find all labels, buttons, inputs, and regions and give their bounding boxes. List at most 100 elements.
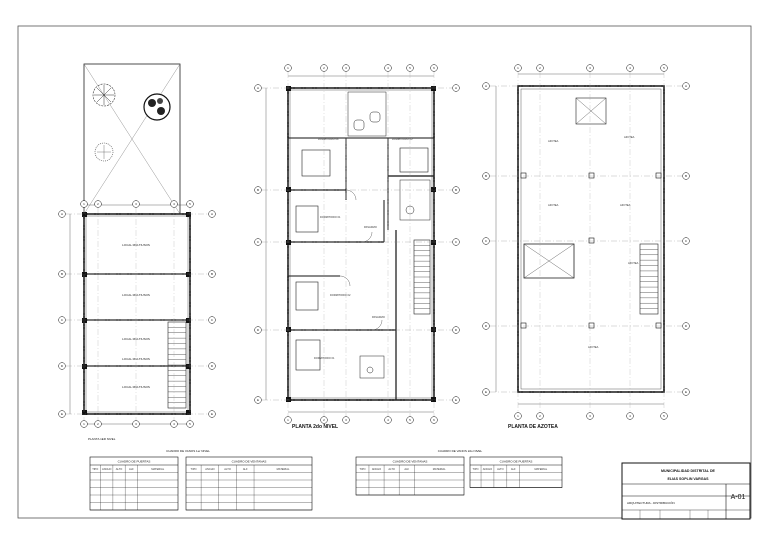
axis-bubble-B: B [482, 172, 490, 180]
axis-bubble-4: 4 [384, 64, 392, 72]
svg-text:A: A [211, 212, 213, 216]
room-label: AZOTEA [624, 135, 635, 139]
room-label: AZOTEA [620, 203, 631, 207]
axis-bubble-3: 3 [132, 200, 140, 208]
door-window-schedules: CUADRO DE VANOS 1er NIVEL CUADRO DE VANO… [89, 449, 563, 511]
svg-text:3: 3 [589, 66, 591, 70]
stair [167, 321, 187, 409]
room-label: DORMITORIO 01 [314, 356, 335, 360]
axis-bubble-D: D [482, 322, 490, 330]
axis-bubble-1: 1 [284, 416, 292, 424]
axis-bubble-3: 3 [132, 420, 140, 428]
svg-text:A: A [455, 86, 457, 90]
svg-text:A: A [61, 212, 63, 216]
axis-bubble-4: 4 [626, 412, 634, 420]
room-label: AZOTEA [628, 261, 639, 265]
axis-bubble-5: 5 [406, 64, 414, 72]
column-header: ALF [243, 467, 248, 471]
axis-bubble-E: E [208, 410, 216, 418]
axis-bubble-5: 5 [660, 64, 668, 72]
svg-text:E: E [455, 398, 457, 402]
svg-text:E: E [61, 412, 63, 416]
schedule-caption: CUADRO DE VANOS 1er NIVEL [166, 449, 210, 453]
svg-text:3: 3 [589, 414, 591, 418]
entity-title: MUNICIPALIDAD DISTRITAL DE [661, 469, 716, 473]
room-label: AZOTEA [548, 139, 559, 143]
axis-bubble-2: 2 [536, 412, 544, 420]
svg-text:5: 5 [189, 202, 191, 206]
column-header: MATERIAL [151, 467, 164, 471]
svg-text:C: C [485, 239, 488, 243]
svg-text:2: 2 [97, 202, 99, 206]
svg-text:1: 1 [287, 66, 289, 70]
axis-bubble-B: B [452, 186, 460, 194]
axis-bubble-1: 1 [80, 200, 88, 208]
axis-bubble-E: E [682, 388, 690, 396]
room-label: DORMITORIO 02 [330, 293, 351, 297]
axis-bubble-A: A [482, 82, 490, 90]
axis-bubble-E: E [482, 388, 490, 396]
sheet-border [17, 25, 752, 519]
svg-text:2: 2 [323, 418, 325, 422]
svg-text:A: A [257, 86, 259, 90]
svg-text:4: 4 [173, 202, 175, 206]
axis-bubble-5: 5 [186, 420, 194, 428]
axis-bubble-B: B [58, 270, 66, 278]
room-label: DORMITORIO 01 [320, 215, 341, 219]
axis-bubble-A: A [682, 82, 690, 90]
svg-text:E: E [485, 390, 487, 394]
bathroom [347, 91, 431, 379]
svg-text:D: D [61, 364, 64, 368]
svg-text:B: B [211, 272, 213, 276]
svg-text:1: 1 [287, 418, 289, 422]
svg-text:6: 6 [433, 418, 435, 422]
axis-bubble-B: B [254, 186, 262, 194]
room-label: AZOTEA [588, 345, 599, 349]
room-label: PASADIZO [372, 315, 385, 319]
column-header: ALTO [116, 467, 123, 471]
axis-bubble-4: 4 [170, 200, 178, 208]
axis-bubble-A: A [452, 84, 460, 92]
column-header: ANCHO [483, 467, 492, 471]
svg-text:B: B [685, 174, 687, 178]
axis-bubble-A: A [208, 210, 216, 218]
axis-bubble-1: 1 [284, 64, 292, 72]
svg-text:C: C [257, 240, 260, 244]
specialty-label: ARQUITECTURA - DISTRIBUCIÓN [627, 500, 675, 505]
table-title: CUADRO DE PUERTAS [118, 460, 151, 464]
axis-bubble-2: 2 [320, 416, 328, 424]
plan-title: PLANTA DE AZOTEA [508, 424, 558, 430]
svg-text:3: 3 [135, 422, 137, 426]
column-header: TIPO [92, 467, 98, 471]
axis-bubble-D: D [452, 326, 460, 334]
svg-text:5: 5 [409, 66, 411, 70]
plan-roof: AZOTEA AZOTEA AZOTEA AZOTEA AZOTEA AZOTE… [495, 73, 665, 430]
axis-bubble-6: 6 [430, 64, 438, 72]
svg-text:1: 1 [83, 202, 85, 206]
svg-text:C: C [685, 239, 688, 243]
svg-text:4: 4 [629, 414, 631, 418]
plan-title: PLANTA 1ER NIVEL [88, 437, 116, 441]
svg-text:6: 6 [433, 66, 435, 70]
svg-text:4: 4 [173, 422, 175, 426]
column-header: MATERIAL [534, 467, 547, 471]
column-header: ALF [129, 467, 134, 471]
plan-second-floor: DORMITORIO 04 DORMITORIO 03 DORMITORIO 0… [265, 75, 436, 430]
axis-bubble-3: 3 [342, 416, 350, 424]
tree-icon [143, 93, 171, 121]
svg-text:4: 4 [387, 66, 389, 70]
axis-bubble-C: C [452, 238, 460, 246]
axis-bubble-5: 5 [406, 416, 414, 424]
axis-bubble-3: 3 [586, 64, 594, 72]
svg-text:E: E [211, 412, 213, 416]
room-label: PASADIZO [364, 225, 377, 229]
axis-bubble-C: C [58, 316, 66, 324]
svg-text:C: C [61, 318, 64, 322]
plan-title: PLANTA 2do NIVEL [292, 424, 338, 430]
svg-text:C: C [211, 318, 214, 322]
column-header: MATERIAL [433, 467, 446, 471]
axis-bubble-C: C [682, 237, 690, 245]
